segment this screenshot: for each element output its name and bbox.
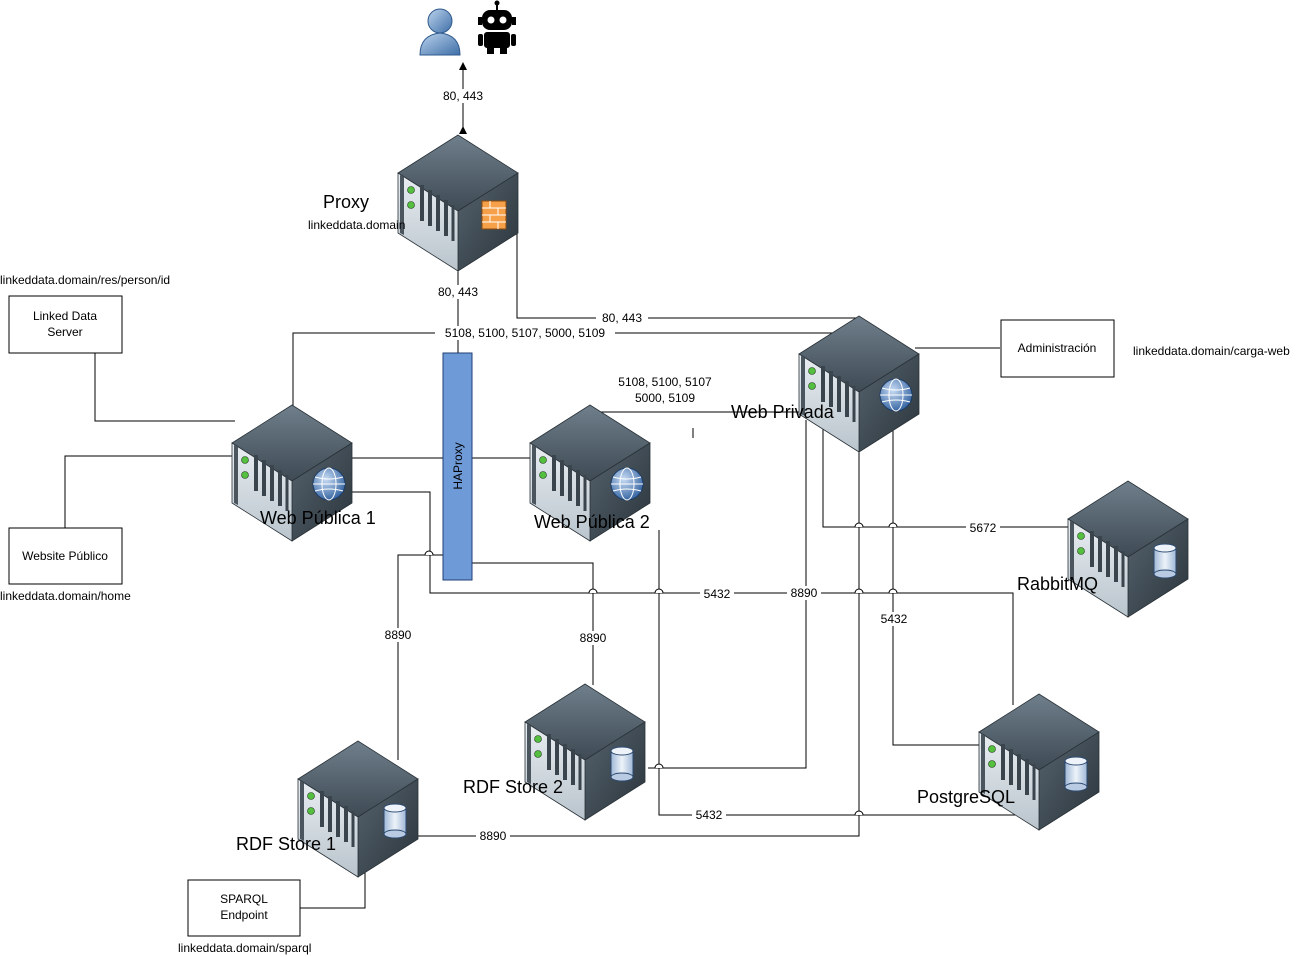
database-icon	[610, 746, 634, 782]
web-publica-2-name: Web Pública 2	[534, 512, 650, 532]
sparql-label-2: Endpoint	[220, 908, 268, 922]
linked-data-label-1: Linked Data	[33, 309, 97, 323]
rdf-store-1-name: RDF Store 1	[236, 834, 336, 854]
user-icon	[419, 8, 461, 56]
web2-postgres-link	[658, 530, 1047, 816]
proxy-domain: linkeddata.domain	[308, 218, 405, 232]
port-labels: 80, 443 80, 443 80, 443 5108, 5100, 5107…	[382, 89, 1000, 843]
website-publico-label: Website Público	[22, 549, 108, 563]
website-publico-url: linkeddata.domain/home	[0, 589, 131, 603]
port-label-proxy-haproxy: 80, 443	[438, 285, 478, 299]
sparql-label-1: SPARQL	[220, 892, 268, 906]
web-privada-name: Web Privada	[731, 402, 835, 422]
port-label-web1-privada: 5108, 5100, 5107, 5000, 5109	[445, 326, 605, 340]
haproxy-bar	[442, 352, 473, 581]
port-label-proxy-privada: 80, 443	[602, 311, 642, 325]
privada-postgres-link	[892, 400, 980, 746]
web1-privada-link	[292, 332, 840, 410]
port-label-privada-postgres: 5432	[881, 612, 908, 626]
proxy-privada-link	[516, 190, 860, 319]
privada-rdf1-link	[368, 415, 860, 837]
rabbitmq-name: RabbitMQ	[1017, 574, 1098, 594]
port-label-rdf1-bottom: 8890	[480, 829, 507, 843]
haproxy-label: HAProxy	[451, 442, 465, 489]
port-label-internet: 80, 443	[443, 89, 483, 103]
administracion-box: Administración linkeddata.domain/carga-w…	[1000, 319, 1290, 378]
rdf2-privada-link	[648, 420, 807, 769]
port-label-postgres-main: 5432	[704, 587, 731, 601]
port-label-rabbit: 5672	[970, 521, 997, 535]
rabbitmq-server: RabbitMQ	[1017, 479, 1190, 619]
administracion-label: Administración	[1018, 341, 1097, 355]
rdf-store-2-server: RDF Store 2	[463, 682, 647, 822]
web-publica-1-server: Web Pública 1	[230, 403, 376, 543]
port-label-rdf2: 8890	[580, 631, 607, 645]
postgresql-server: PostgreSQL	[917, 692, 1101, 832]
haproxy-node: HAProxy	[442, 352, 473, 581]
administracion-url: linkeddata.domain/carga-web	[1133, 344, 1290, 358]
web1-postgres-link	[345, 491, 1014, 705]
firewall-icon	[481, 200, 507, 230]
linked-data-url: linkeddata.domain/res/person/id	[0, 273, 170, 287]
website-publico-box: Website Público linkeddata.domain/home	[0, 527, 131, 603]
linked-data-link	[94, 352, 235, 422]
connections	[64, 62, 1070, 909]
website-link	[64, 455, 235, 528]
database-icon	[1064, 756, 1088, 792]
database-icon	[383, 803, 407, 839]
proxy-server: Proxy linkeddata.domain	[308, 133, 520, 273]
postgresql-name: PostgreSQL	[917, 787, 1015, 807]
sparql-endpoint-box: SPARQL Endpoint linkeddata.domain/sparql	[178, 879, 311, 955]
globe-icon	[312, 467, 346, 501]
web-privada-server: Web Privada	[731, 314, 921, 454]
haproxy-rdf1-link	[397, 554, 443, 760]
robot-icon	[478, 0, 516, 54]
port-label-web2-privada-1: 5108, 5100, 5107	[618, 375, 712, 389]
linked-data-label-2: Server	[47, 325, 82, 339]
sparql-url: linkeddata.domain/sparql	[178, 941, 311, 955]
port-label-postgres-bottom: 5432	[696, 808, 723, 822]
port-label-rdf1: 8890	[385, 628, 412, 642]
database-icon	[1153, 543, 1177, 579]
port-label-privada-rdf: 8890	[791, 586, 818, 600]
web-publica-1-name: Web Pública 1	[260, 508, 376, 528]
port-label-web2-privada-2: 5000, 5109	[635, 391, 695, 405]
rdf-store-1-server: RDF Store 1	[236, 739, 420, 879]
linked-data-server-box: linkeddata.domain/res/person/id Linked D…	[0, 273, 170, 354]
haproxy-rdf2-link	[472, 562, 594, 685]
proxy-name: Proxy	[323, 192, 369, 212]
globe-icon	[610, 467, 644, 501]
web-publica-2-server: Web Pública 2	[528, 403, 652, 543]
globe-icon	[879, 378, 913, 412]
rdf-store-2-name: RDF Store 2	[463, 777, 563, 797]
